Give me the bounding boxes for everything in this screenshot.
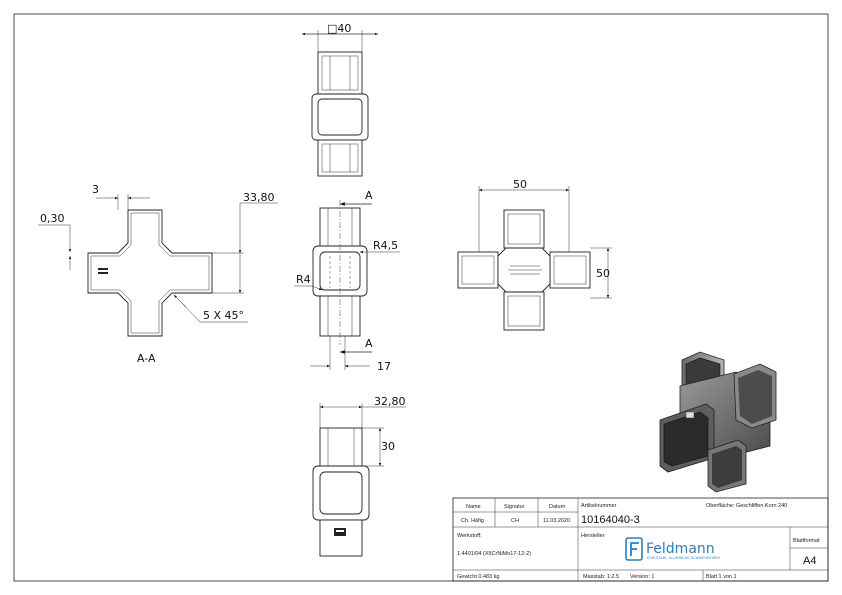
dim-radius-outer: R4,5 (373, 239, 398, 252)
sheet-number: Blatt 1 von 1 (706, 574, 737, 580)
header-date: Datum (549, 504, 566, 510)
side-view: 50 50 (457, 178, 612, 331)
surface-finish: Oberfläche: Geschliffen Korn 240 (706, 503, 787, 509)
logo-name: Feldmann (646, 541, 715, 557)
article-number: 10164040-3 (581, 514, 640, 526)
header-signature: Signatur (504, 504, 525, 510)
dim-side-height: 50 (596, 267, 610, 280)
drawn-date: 11.03.2020 (543, 518, 570, 524)
drawing-frame (13, 13, 829, 582)
dim-top-width: □40 (327, 22, 351, 35)
drawn-by-name: Ch. Häfig (461, 518, 484, 524)
scale: Masstab: 1:2.5 (583, 574, 619, 580)
dim-17: 17 (377, 360, 391, 373)
top-view: □40 (302, 22, 378, 177)
dim-section-height: 33,80 (243, 191, 275, 204)
section-marker-top: A (365, 189, 373, 202)
dim-chamfer: 5 X 45° (203, 309, 244, 322)
section-marker-bottom: A (365, 337, 373, 350)
dim-bottom-height: 30 (381, 440, 395, 453)
title-block: Name Signatur Datum Ch. Häfig CH 11.03.2… (452, 497, 829, 582)
format-label: Blattformat (793, 538, 820, 544)
drawn-by-signature: CH (511, 518, 519, 524)
dim-side-width: 50 (513, 178, 527, 191)
format-value: A4 (803, 555, 816, 567)
front-view: A R4,5 R4 A 17 (294, 189, 400, 373)
dim-wall-thickness: 3 (92, 183, 99, 196)
dim-offset: 0,30 (40, 212, 65, 225)
feldmann-logo-icon (625, 537, 643, 561)
header-name: Name (466, 504, 481, 510)
material-value: 1.4401/04 (X5CrNiMo17-12-2) (457, 551, 531, 557)
manufacturer-label: Hersteller (581, 533, 605, 539)
bottom-view: 32,80 30 (312, 395, 406, 557)
article-label: Artikelnummer (581, 503, 617, 509)
dim-bottom-width: 32,80 (374, 395, 406, 408)
logo-tagline: EDELSTAHL, ALUMINIUM, SCHMIEDEEISEN (647, 556, 721, 560)
weight: Gewicht 0.483 kg (457, 574, 500, 580)
material-label: Werkstoff: (457, 533, 482, 539)
section-view-a-a: 3 0,30 33,80 5 X 45° A-A (38, 183, 278, 365)
dim-radius-inner: R4 (296, 273, 311, 286)
version: Version: 1 (630, 574, 654, 580)
section-label: A-A (137, 352, 156, 365)
isometric-render (659, 351, 777, 493)
